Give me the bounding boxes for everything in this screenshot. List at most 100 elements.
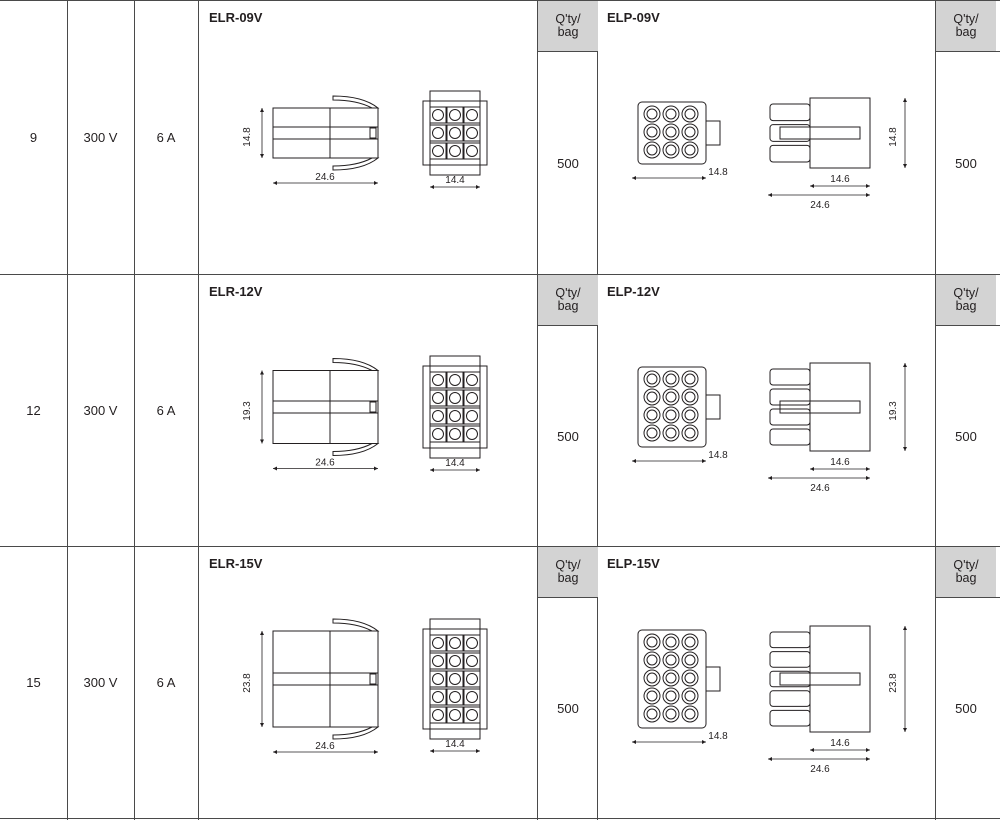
plug-side-pin <box>769 368 811 386</box>
plug-pin <box>646 409 658 421</box>
contact-cavity <box>446 670 464 688</box>
plug-qty-header: Q'ty/bag <box>936 275 996 325</box>
contact-cavity <box>463 670 481 688</box>
contact-hole <box>449 637 461 649</box>
contact-cavity <box>429 706 447 724</box>
receptacle-width-dim-arrow-end <box>476 185 480 189</box>
contact-cavity <box>446 407 464 425</box>
receptacle-height-label: 19.3 <box>242 401 253 421</box>
plug-length-dim-arrow-start <box>768 193 772 197</box>
receptacle-latch-top <box>332 95 380 109</box>
receptacle-height-dim-arrow-end <box>260 439 264 444</box>
qty-header-line1: Q'ty/ <box>953 286 979 300</box>
contact-hole <box>466 392 478 404</box>
plug-pin-ring <box>662 370 680 388</box>
plug-drawing: 14.823.814.624.6 <box>632 625 907 775</box>
contact-hole <box>432 691 444 703</box>
contact-cavity <box>446 389 464 407</box>
plug-pin-ring <box>643 141 661 159</box>
plug-qty-value: 500 <box>955 155 977 171</box>
receptacle-latch-top <box>332 357 380 371</box>
receptacle-latch-bottom <box>332 157 380 171</box>
plug-width-label: 14.8 <box>708 450 728 461</box>
plug-pin-ring <box>662 388 680 406</box>
receptacle-width-dim-arrow-start <box>430 468 434 472</box>
receptacle-width-label: 14.4 <box>445 739 465 750</box>
plug-depth-label: 14.6 <box>830 174 850 185</box>
receptacle-width-dim-arrow-end <box>476 749 480 753</box>
contact-hole <box>466 145 478 157</box>
plug-height-dim-arrow-start <box>903 98 907 102</box>
contact-cavity <box>429 124 447 142</box>
plug-width-dim-arrow-end <box>702 459 706 463</box>
contact-cavity <box>446 425 464 443</box>
plug-drawing: 14.814.814.624.6 <box>632 97 907 211</box>
plug-pin-ring <box>662 123 680 141</box>
contact-hole <box>432 127 444 139</box>
plug-depth-dim-arrow-start <box>810 467 814 471</box>
plug-part-number: ELP-09V <box>607 10 660 25</box>
plug-width-dim-arrow-end <box>702 740 706 744</box>
plug-height-label: 23.8 <box>888 673 899 693</box>
plug-pin-ring <box>643 370 661 388</box>
receptacle-part-number: ELR-15V <box>209 556 263 571</box>
receptacle-height-label: 23.8 <box>242 673 253 693</box>
plug-depth-dim-arrow-start <box>810 184 814 188</box>
contact-hole <box>466 655 478 667</box>
plug-length-dim-arrow-start <box>768 476 772 480</box>
plug-height-dim-arrow-end <box>903 728 907 732</box>
plug-part-number: ELP-15V <box>607 556 660 571</box>
plug-depth-dim-arrow-end <box>866 184 870 188</box>
table-rule-col6 <box>935 0 936 820</box>
contact-cavity <box>429 425 447 443</box>
voltage-cell: 300 V <box>83 674 118 690</box>
qty-header-line2: bag <box>955 299 977 313</box>
plug-pin <box>684 672 696 684</box>
contact-hole <box>432 410 444 422</box>
plug-pin <box>684 391 696 403</box>
plug-height-dim-arrow-end <box>903 447 907 451</box>
receptacle-height-dim-arrow-end <box>260 723 264 727</box>
plug-pin <box>665 690 677 702</box>
plug-pin-ring <box>643 669 661 687</box>
plug-pin-ring <box>681 705 699 723</box>
plug-pin <box>665 636 677 648</box>
contact-cavity <box>429 106 447 124</box>
table-rule-col2 <box>134 0 135 820</box>
receptacle-front-body <box>422 365 488 449</box>
receptacle-height-label: 14.8 <box>242 127 253 147</box>
plug-pin <box>684 409 696 421</box>
contact-hole <box>449 392 461 404</box>
plug-pin-ring <box>662 105 680 123</box>
plug-side-body <box>809 625 871 733</box>
contact-hole <box>432 145 444 157</box>
plug-pin-ring <box>662 633 680 651</box>
plug-pin-ring <box>643 406 661 424</box>
contact-cavity <box>429 634 447 652</box>
qty-header-line1: Q'ty/ <box>555 286 581 300</box>
current-cell: 6 A <box>156 402 176 418</box>
plug-pin <box>684 427 696 439</box>
plug-height-dim-arrow-start <box>903 626 907 630</box>
plug-pin <box>665 427 677 439</box>
qty-header-line2: bag <box>955 571 977 585</box>
receptacle-length-label: 24.6 <box>315 172 335 183</box>
plug-pin <box>646 708 658 720</box>
plug-pin <box>684 708 696 720</box>
plug-pin-ring <box>643 105 661 123</box>
receptacle-width-dim-arrow-start <box>430 185 434 189</box>
plug-pin <box>684 636 696 648</box>
plug-pin-ring <box>681 105 699 123</box>
plug-pin-ring <box>681 424 699 442</box>
contact-hole <box>466 673 478 685</box>
plug-pin-ring <box>662 424 680 442</box>
plug-pin <box>684 373 696 385</box>
plug-side-pin <box>769 631 811 649</box>
contact-hole <box>466 109 478 121</box>
contact-cavity <box>463 634 481 652</box>
plug-pin <box>665 373 677 385</box>
qty-header-rule <box>936 597 1000 598</box>
